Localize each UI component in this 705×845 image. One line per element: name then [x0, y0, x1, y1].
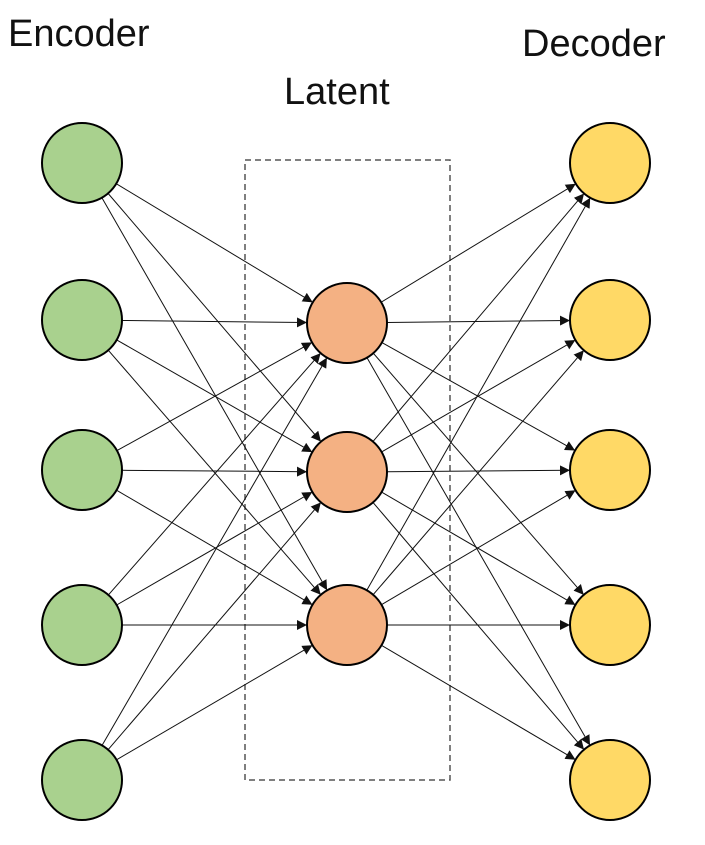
edge-encoder-5-to-latent-1 — [101, 357, 327, 746]
decoder-node-4 — [569, 584, 651, 666]
latent-label: Latent — [284, 71, 390, 113]
encoder-node-5 — [41, 739, 123, 821]
encoder-node-4 — [41, 584, 123, 666]
edge-latent-2-to-decoder-5 — [372, 502, 585, 750]
edge-encoder-2-to-latent-3 — [107, 349, 321, 595]
decoder-label: Decoder — [522, 23, 666, 65]
edge-latent-1-to-decoder-1 — [380, 183, 576, 303]
decoder-node-3 — [569, 429, 651, 511]
latent-node-3 — [306, 584, 388, 666]
edge-latent-2-to-decoder-1 — [372, 193, 585, 442]
edge-latent-3-to-decoder-3 — [381, 490, 576, 606]
edge-encoder-5-to-latent-2 — [107, 502, 321, 751]
edge-encoder-4-to-latent-2 — [116, 492, 313, 606]
edge-latent-2-to-decoder-3 — [386, 465, 571, 476]
edge-encoder-3-to-latent-3 — [116, 489, 313, 605]
latent-node-1 — [306, 282, 388, 364]
encoder-node-2 — [41, 279, 123, 361]
edge-latent-3-to-decoder-1 — [366, 197, 591, 591]
latent-box — [244, 159, 451, 781]
encoder-node-1 — [41, 122, 123, 204]
edge-encoder-5-to-latent-3 — [116, 645, 313, 761]
decoder-node-2 — [569, 279, 651, 361]
decoder-node-1 — [569, 122, 651, 204]
edge-encoder-3-to-latent-2 — [121, 466, 308, 477]
connections — [101, 183, 591, 761]
decoder-node-5 — [569, 739, 651, 821]
edge-encoder-1-to-latent-1 — [115, 183, 313, 303]
encoder-node-3 — [41, 429, 123, 511]
edge-latent-1-to-decoder-2 — [386, 315, 571, 326]
edge-latent-3-to-decoder-2 — [372, 350, 584, 596]
edge-encoder-2-to-latent-1 — [121, 317, 308, 328]
edge-latent-3-to-decoder-5 — [381, 644, 576, 760]
edge-latent-2-to-decoder-2 — [381, 340, 576, 453]
edge-latent-1-to-decoder-5 — [366, 357, 591, 746]
nodes — [41, 122, 651, 821]
edge-encoder-3-to-latent-1 — [116, 342, 313, 452]
encoder-label: Encoder — [8, 13, 150, 55]
edge-encoder-1-to-latent-2 — [107, 193, 321, 442]
edge-encoder-2-to-latent-2 — [116, 339, 313, 453]
edge-encoder-1-to-latent-3 — [101, 197, 328, 591]
latent-node-2 — [306, 431, 388, 513]
edge-encoder-4-to-latent-1 — [108, 353, 321, 596]
